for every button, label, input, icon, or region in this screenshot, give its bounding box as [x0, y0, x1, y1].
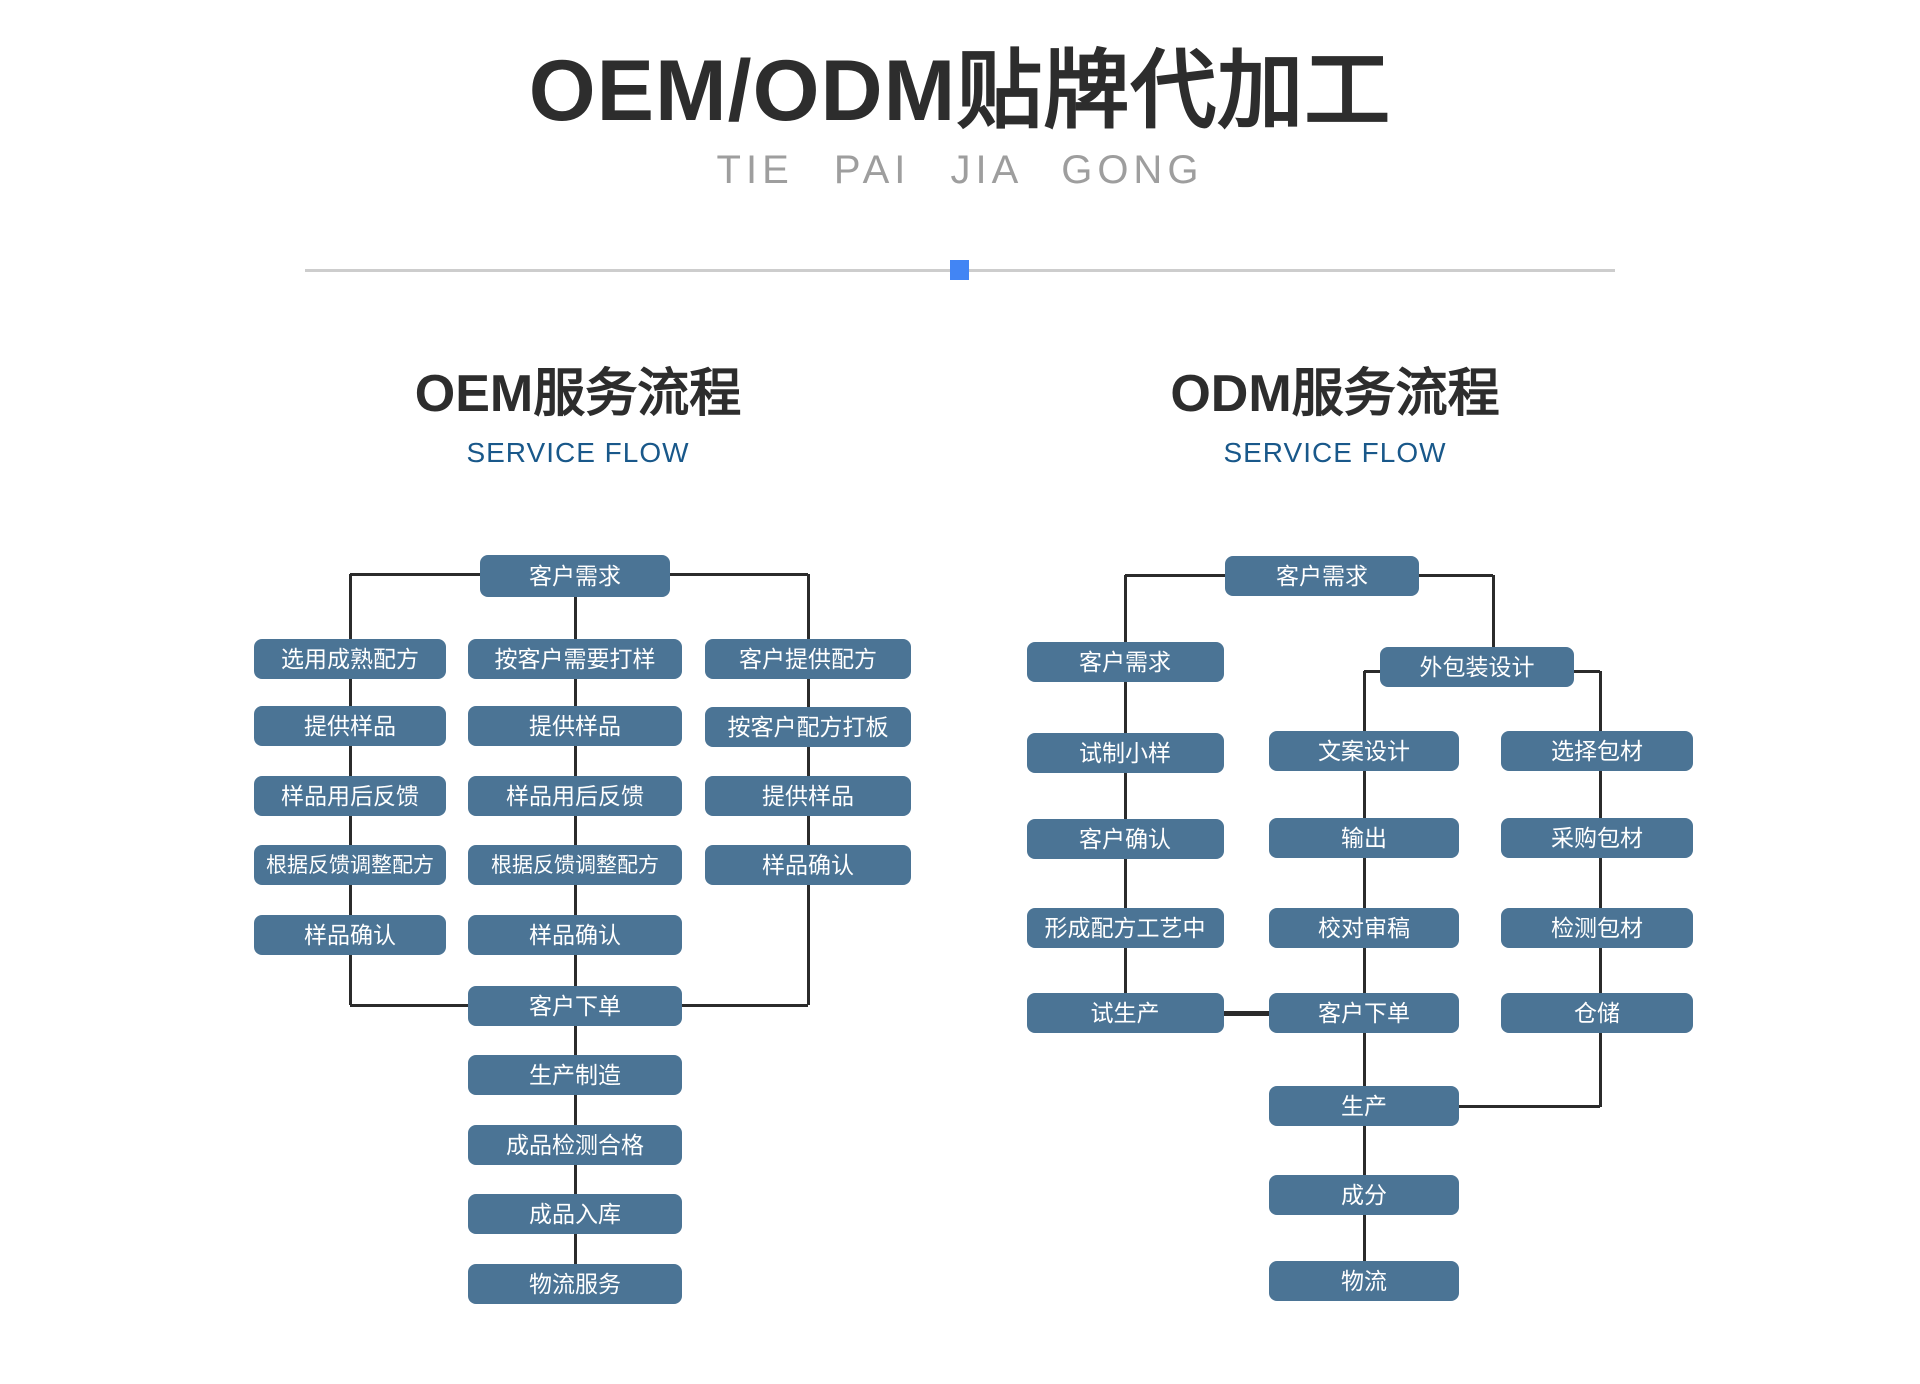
odm-section-subtitle: SERVICE FLOW [1223, 437, 1447, 469]
connector-line [573, 597, 577, 1264]
flow-node: 仓储 [1501, 993, 1693, 1033]
connector-line [1364, 669, 1382, 673]
flow-node: 选择包材 [1501, 731, 1693, 771]
flow-node: 生产制造 [468, 1055, 682, 1095]
flow-node: 提供样品 [468, 706, 682, 746]
flow-node: 外包装设计 [1380, 647, 1574, 687]
flow-node: 生产 [1269, 1086, 1459, 1126]
flow-node: 输出 [1269, 818, 1459, 858]
flow-node: 根据反馈调整配方 [468, 845, 682, 885]
flow-node: 客户下单 [468, 986, 682, 1026]
flow-node: 按客户配方打板 [705, 707, 911, 747]
connector-line [348, 574, 352, 1005]
divider [305, 260, 1615, 280]
flow-node: 提供样品 [254, 706, 446, 746]
flow-node: 客户提供配方 [705, 639, 911, 679]
flow-node: 采购包材 [1501, 818, 1693, 858]
odm-section-header: ODM服务流程 SERVICE FLOW [935, 365, 1735, 469]
connector-line [1459, 1104, 1600, 1108]
connector-line [350, 572, 808, 576]
connector-line [1598, 671, 1602, 1107]
flow-node: 形成配方工艺中 [1026, 908, 1224, 948]
flow-node: 成分 [1269, 1175, 1459, 1215]
odm-section-title: ODM服务流程 [1170, 365, 1500, 423]
connector-line [1125, 573, 1493, 577]
flow-node: 按客户需要打样 [468, 639, 682, 679]
connector-line [1572, 669, 1600, 673]
connector-line [1224, 1010, 1270, 1016]
flow-node: 根据反馈调整配方 [254, 845, 446, 885]
connector-line [806, 574, 810, 1005]
flow-node: 客户需求 [1225, 556, 1419, 596]
oem-section-header: OEM服务流程 SERVICE FLOW [178, 365, 978, 469]
connector-line [1362, 671, 1366, 1261]
flow-node: 试生产 [1026, 993, 1224, 1033]
flow-node: 客户需求 [480, 555, 670, 597]
flow-node: 提供样品 [705, 776, 911, 816]
flow-node: 成品入库 [468, 1194, 682, 1234]
flow-node: 物流服务 [468, 1264, 682, 1304]
page-subtitle: TIE PAI JIA GONG [716, 148, 1204, 192]
connector-line [1123, 575, 1127, 993]
flow-node: 客户确认 [1026, 819, 1224, 859]
oem-section-title: OEM服务流程 [414, 365, 742, 423]
flow-node: 样品确认 [254, 915, 446, 955]
connector-line [1491, 575, 1495, 647]
flow-node: 样品用后反馈 [468, 776, 682, 816]
page-title: OEM/ODM贴牌代加工 [528, 43, 1392, 139]
oem-section-subtitle: SERVICE FLOW [466, 437, 690, 469]
flow-node: 样品用后反馈 [254, 776, 446, 816]
flow-node: 客户下单 [1269, 993, 1459, 1033]
flow-node: 成品检测合格 [468, 1125, 682, 1165]
flow-node: 检测包材 [1501, 908, 1693, 948]
flow-node: 样品确认 [705, 845, 911, 885]
flow-node: 选用成熟配方 [254, 639, 446, 679]
flow-node: 物流 [1269, 1261, 1459, 1301]
divider-accent-square [950, 260, 969, 280]
flow-node: 文案设计 [1269, 731, 1459, 771]
flow-node: 校对审稿 [1269, 908, 1459, 948]
flow-node: 样品确认 [468, 915, 682, 955]
flow-node: 客户需求 [1026, 642, 1224, 682]
connector-line [350, 1003, 808, 1007]
flow-node: 试制小样 [1026, 733, 1224, 773]
